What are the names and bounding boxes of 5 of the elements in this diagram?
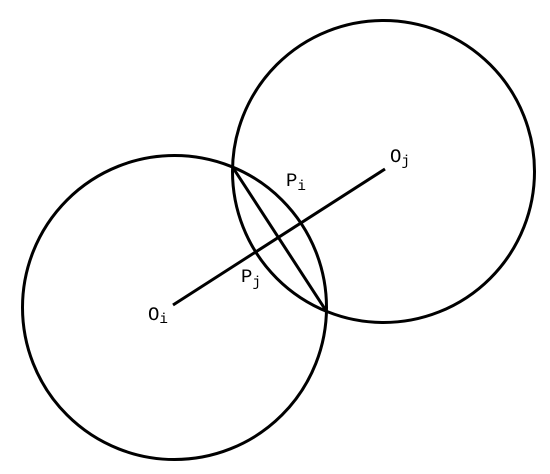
point-label: P$_{j}$ [241, 268, 261, 287]
center-line [172, 168, 386, 306]
point-label: O$_{j}$ [385, 145, 415, 169]
point-label: O$_{i}$ [143, 303, 173, 327]
point-label: P$_{i}$ [286, 172, 306, 191]
